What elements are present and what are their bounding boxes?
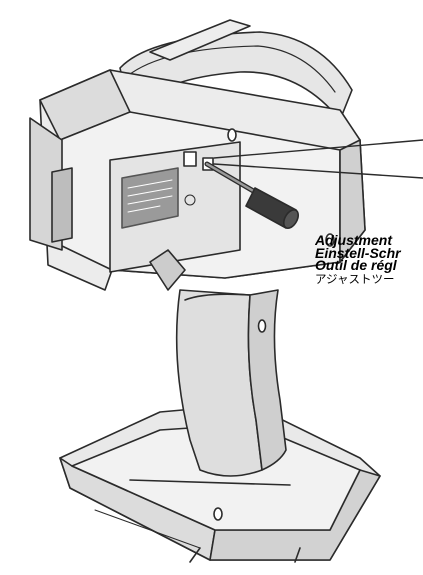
callout-leader-lines bbox=[213, 139, 423, 179]
callout-french: Outil de régl bbox=[315, 257, 397, 273]
callout-german: Einstell-Schr bbox=[315, 244, 401, 261]
carry-handle bbox=[119, 19, 353, 121]
adjustment-tool bbox=[204, 161, 300, 229]
callout-japanese: アジャストツー bbox=[315, 271, 395, 286]
adjustment-tool-callout: Adjustment Einstell-Schr Outil de régl ア… bbox=[315, 234, 423, 286]
spec-label-plate bbox=[121, 167, 196, 229]
base-stand bbox=[59, 403, 381, 563]
transmitter-body bbox=[29, 69, 366, 291]
hand-grip bbox=[175, 289, 287, 477]
callout-english: Adjustment bbox=[315, 234, 392, 248]
